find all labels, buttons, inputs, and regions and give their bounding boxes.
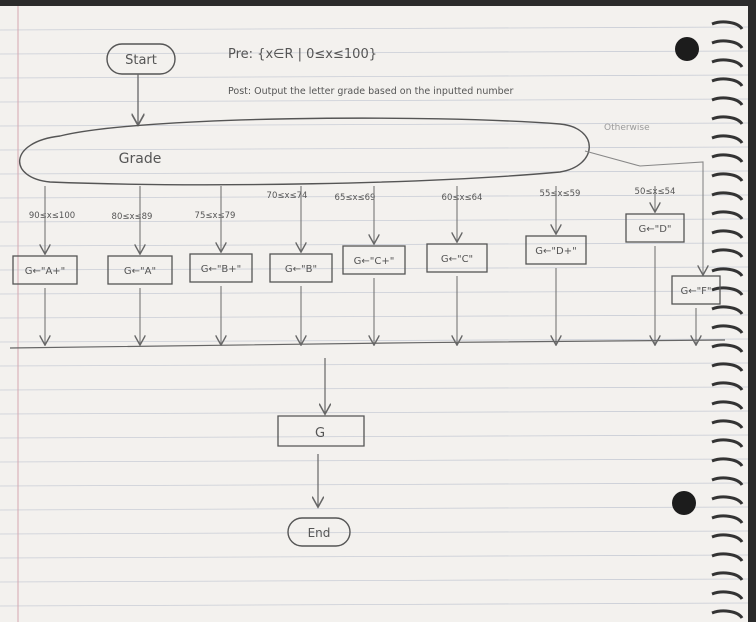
rule-line: [0, 26, 748, 31]
spiral-coil: [711, 286, 744, 296]
branch-condition: 90≤x≤100: [29, 211, 75, 221]
flowchart-canvas: Start Pre: {x∈R | 0≤x≤100} Post: Output …: [0, 6, 748, 622]
rule-line: [0, 530, 748, 535]
spiral-coil: [711, 400, 744, 410]
spiral-coil: [711, 267, 744, 277]
rule-line: [0, 122, 748, 127]
rule-line: [0, 410, 748, 415]
spiral-coil: [711, 191, 744, 201]
spiral-coil: [711, 134, 744, 144]
assignment-box: [525, 235, 587, 265]
branch-condition: 60≤x≤64: [442, 193, 483, 203]
spiral-coil: [711, 324, 744, 334]
spiral-coil: [711, 115, 744, 125]
binder-hole: [675, 37, 699, 61]
rule-line: [0, 74, 748, 79]
spiral-coil: [711, 153, 744, 163]
rule-line: [0, 506, 748, 511]
rule-line: [0, 602, 748, 607]
spiral-coil: [711, 533, 744, 543]
spiral-coil: [711, 305, 744, 315]
spiral-coil: [711, 20, 744, 30]
assignment-box: [107, 255, 173, 285]
rule-line: [0, 362, 748, 367]
pre-condition: Pre: {x∈R | 0≤x≤100}: [228, 47, 377, 62]
spiral-coil: [711, 419, 744, 429]
spiral-coil: [711, 229, 744, 239]
branch-condition: 70≤x≤74: [267, 191, 308, 201]
assignment-label: G←"F": [680, 286, 711, 297]
post-condition: Post: Output the letter grade based on t…: [228, 86, 513, 97]
spiral-coil: [711, 590, 744, 600]
grade-decision: [19, 117, 590, 186]
start-label: Start: [125, 53, 157, 68]
end-terminator: [287, 517, 351, 547]
assignment-box: [625, 213, 685, 243]
binder-hole: [672, 491, 696, 515]
rule-line: [0, 170, 748, 175]
assignment-box: [12, 255, 78, 285]
spiral-coil: [711, 609, 744, 619]
notebook-page: Start Pre: {x∈R | 0≤x≤100} Post: Output …: [0, 6, 748, 622]
branch-condition: 65≤x≤69: [335, 193, 376, 203]
merge-line: [9, 339, 726, 349]
assignment-box: [426, 243, 488, 273]
spiral-coil: [711, 343, 744, 353]
spiral-binding: [711, 20, 744, 619]
spiral-coil: [711, 457, 744, 467]
rule-line: [0, 386, 748, 391]
start-terminator: [106, 43, 176, 75]
rule-line: [0, 434, 748, 439]
spiral-coil: [711, 552, 744, 562]
spiral-coil: [711, 476, 744, 486]
branch-condition: 55≤x≤59: [540, 189, 581, 199]
rule-line: [0, 578, 748, 583]
spiral-coil: [711, 96, 744, 106]
assignment-box: [189, 253, 253, 283]
rule-line: [0, 98, 748, 103]
spiral-coil: [711, 362, 744, 372]
assignment-label: G←"A+": [25, 266, 66, 277]
assignment-label: G←"C": [441, 254, 473, 265]
otherwise-label: Otherwise: [604, 123, 650, 133]
spiral-coil: [711, 514, 744, 524]
assignment-label: G←"C+": [354, 256, 395, 267]
assignment-box: [269, 253, 333, 283]
spiral-coil: [711, 248, 744, 258]
rule-line: [0, 50, 748, 55]
spiral-coil: [711, 210, 744, 220]
spiral-coil: [711, 39, 744, 49]
rule-line: [0, 266, 748, 271]
assignment-label: G←"B": [285, 264, 317, 275]
assignment-label: G←"B+": [201, 264, 242, 275]
assignment-label: G←"D": [638, 224, 671, 235]
rule-line: [0, 146, 748, 151]
rule-line: [0, 554, 748, 559]
output-label: G: [315, 426, 325, 441]
branch-condition: 75≤x≤79: [195, 211, 236, 221]
spiral-coil: [711, 438, 744, 448]
rule-line: [0, 458, 748, 463]
otherwise-arrow: [584, 150, 703, 274]
end-label: End: [308, 526, 331, 540]
spiral-coil: [711, 571, 744, 581]
rule-line: [0, 482, 748, 487]
spiral-coil: [711, 58, 744, 68]
spiral-coil: [711, 77, 744, 87]
assignment-box: [671, 275, 721, 305]
spiral-coil: [711, 495, 744, 505]
branch-condition: 80≤x≤89: [112, 212, 153, 222]
assignment-label: G←"D+": [535, 246, 576, 257]
spiral-coil: [711, 381, 744, 391]
decision-label: Grade: [119, 151, 162, 167]
output-box: [277, 415, 365, 447]
spiral-coil: [711, 172, 744, 182]
assignment-label: G←"A": [124, 266, 156, 277]
assignment-box: [342, 245, 406, 275]
